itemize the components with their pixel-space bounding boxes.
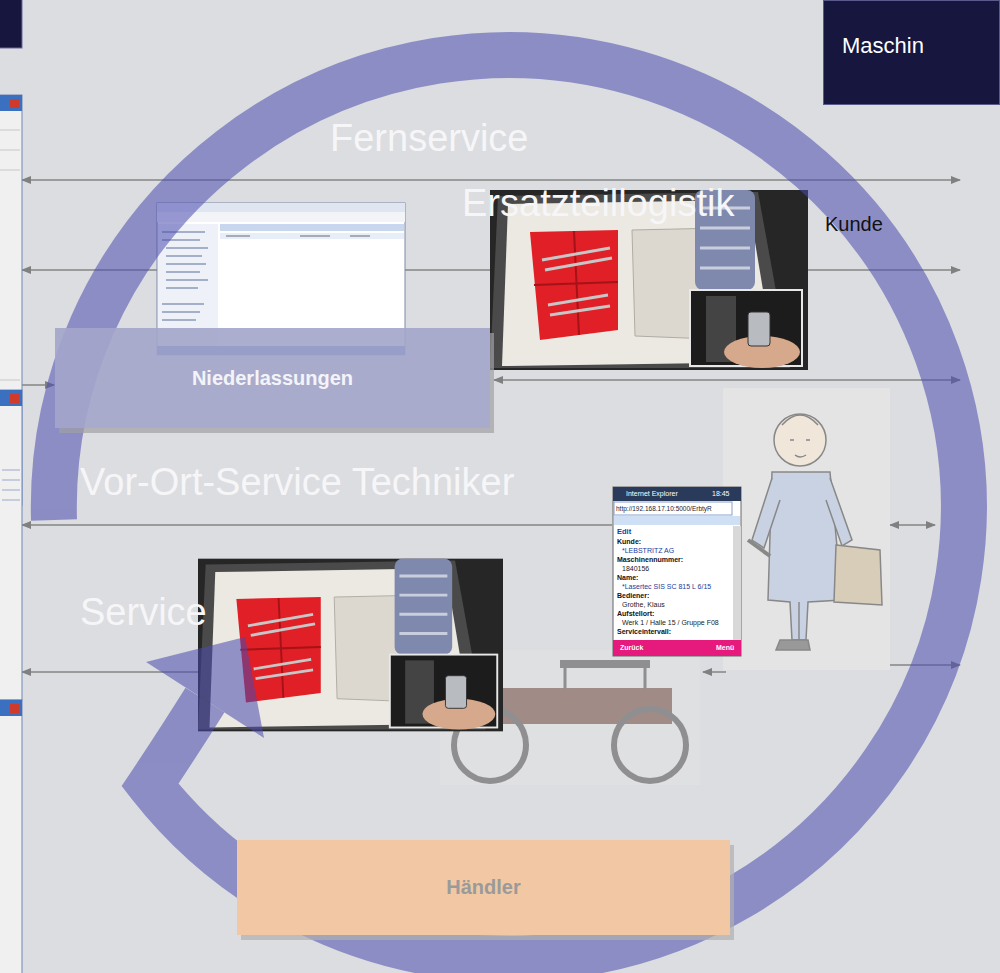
navy-corner-box	[0, 0, 22, 48]
connector-lines	[22, 524, 612, 526]
worker-cartoon	[723, 388, 890, 670]
left-screenshots	[2, 490, 20, 491]
faded-heading: Vor-Ort-Service Techniker	[80, 462, 514, 504]
software-screenshot	[220, 233, 404, 239]
software-screenshot	[226, 236, 370, 237]
phone-url: http://192.168.17.10:5000/ErbtyR	[616, 505, 712, 512]
connector-lines	[703, 671, 726, 673]
software-screenshot	[162, 232, 208, 320]
cycle-arrow	[54, 55, 964, 959]
worker-cartoon	[776, 640, 810, 650]
left-screenshots	[10, 99, 19, 108]
phone-screenshot	[614, 516, 740, 525]
software-screenshot	[166, 271, 200, 273]
left-screenshots	[0, 95, 22, 111]
phone-screenshot	[733, 526, 741, 640]
phone-link: Edit	[617, 528, 631, 536]
old-car-photo	[644, 668, 647, 690]
software-screenshot	[166, 287, 198, 289]
left-screenshots	[0, 130, 20, 131]
box-label: Niederlassungen	[192, 367, 353, 390]
dealer-box: Händler	[237, 840, 730, 935]
phone-value: Werk 1 / Halle 15 / Gruppe F08	[622, 619, 719, 627]
phone-button: Menü	[716, 644, 734, 652]
phone-field: Kunde:	[617, 538, 641, 546]
worker-cartoon	[834, 545, 882, 605]
phone-clock: 18:45	[712, 490, 730, 498]
software-screenshot	[226, 236, 250, 237]
worker-cartoon	[782, 415, 818, 425]
software-screenshot	[350, 236, 370, 237]
software-screenshot	[166, 263, 206, 265]
phone-screenshot	[613, 487, 741, 656]
worker-cartoon	[748, 540, 770, 556]
phone-field: Maschinennummer:	[617, 556, 683, 564]
phone-value: *Lasertec SIS SC 815 L 6/15	[622, 583, 711, 591]
left-screenshots	[2, 470, 20, 471]
phone-button: Zurück	[620, 644, 643, 652]
left-screenshots	[0, 700, 22, 973]
old-car-photo	[560, 660, 650, 668]
left-screenshots	[2, 470, 20, 500]
cycle-arrow	[54, 55, 964, 959]
left-screenshots	[2, 480, 20, 481]
case-photo	[198, 190, 808, 731]
software-screenshot	[166, 247, 208, 249]
phone-screenshot	[613, 487, 741, 501]
worker-cartoon	[752, 478, 780, 548]
worker-cartoon	[774, 414, 826, 466]
navy-corner-box	[0, 0, 22, 48]
faded-heading: Ersatzteillogistik	[462, 183, 734, 225]
faded-heading: Service	[80, 592, 207, 634]
left-screenshots	[0, 390, 22, 700]
role-label: Kunde	[825, 213, 883, 235]
phone-field: Serviceintervall:	[617, 628, 671, 636]
worker-cartoon	[723, 388, 890, 670]
worker-cartoon	[748, 414, 882, 650]
left-screenshots	[2, 500, 20, 501]
left-screenshots	[0, 130, 20, 380]
left-screenshots	[10, 394, 19, 403]
phone-value: *LEBSTRITZ AG	[622, 547, 674, 555]
phone-screenshot	[614, 502, 732, 515]
connector-lines	[494, 379, 960, 381]
worker-cartoon	[798, 602, 800, 640]
phone-field: Name:	[617, 574, 638, 582]
software-screenshot	[220, 224, 404, 231]
software-screenshot	[166, 279, 208, 281]
old-car-photo	[614, 709, 686, 781]
phone-value: 1840156	[622, 565, 649, 573]
software-screenshot	[300, 236, 330, 237]
phone-field: Aufstellort:	[617, 610, 654, 618]
phone-screenshot	[613, 640, 741, 656]
header-box: Maschin	[823, 0, 1000, 105]
box-label: Händler	[446, 876, 520, 899]
phone-value: Grothe, Klaus	[622, 601, 665, 609]
left-screenshots	[0, 380, 20, 381]
software-screenshot	[162, 319, 196, 321]
left-screenshots	[0, 170, 20, 171]
phone-field: Bediener:	[617, 592, 649, 600]
old-car-photo	[564, 668, 567, 690]
worker-cartoon	[826, 478, 852, 546]
connector-lines	[890, 524, 935, 526]
left-screenshots	[0, 150, 20, 151]
software-screenshot	[162, 311, 200, 313]
cycle-arrow	[146, 637, 264, 738]
software-screenshot	[162, 303, 204, 305]
worker-cartoon	[790, 440, 810, 457]
left-screenshots	[0, 390, 22, 406]
software-screenshot	[166, 255, 202, 257]
phone-title: Internet Explorer	[626, 490, 678, 498]
branch-box: Niederlassungen	[55, 328, 490, 428]
box-label: Maschin	[842, 33, 924, 58]
phone-screenshot	[613, 487, 741, 656]
faded-heading: Fernservice	[330, 118, 529, 160]
left-screenshots	[10, 704, 19, 713]
left-screenshots	[0, 95, 22, 973]
software-screenshot	[157, 212, 405, 222]
left-screenshots	[0, 700, 22, 716]
